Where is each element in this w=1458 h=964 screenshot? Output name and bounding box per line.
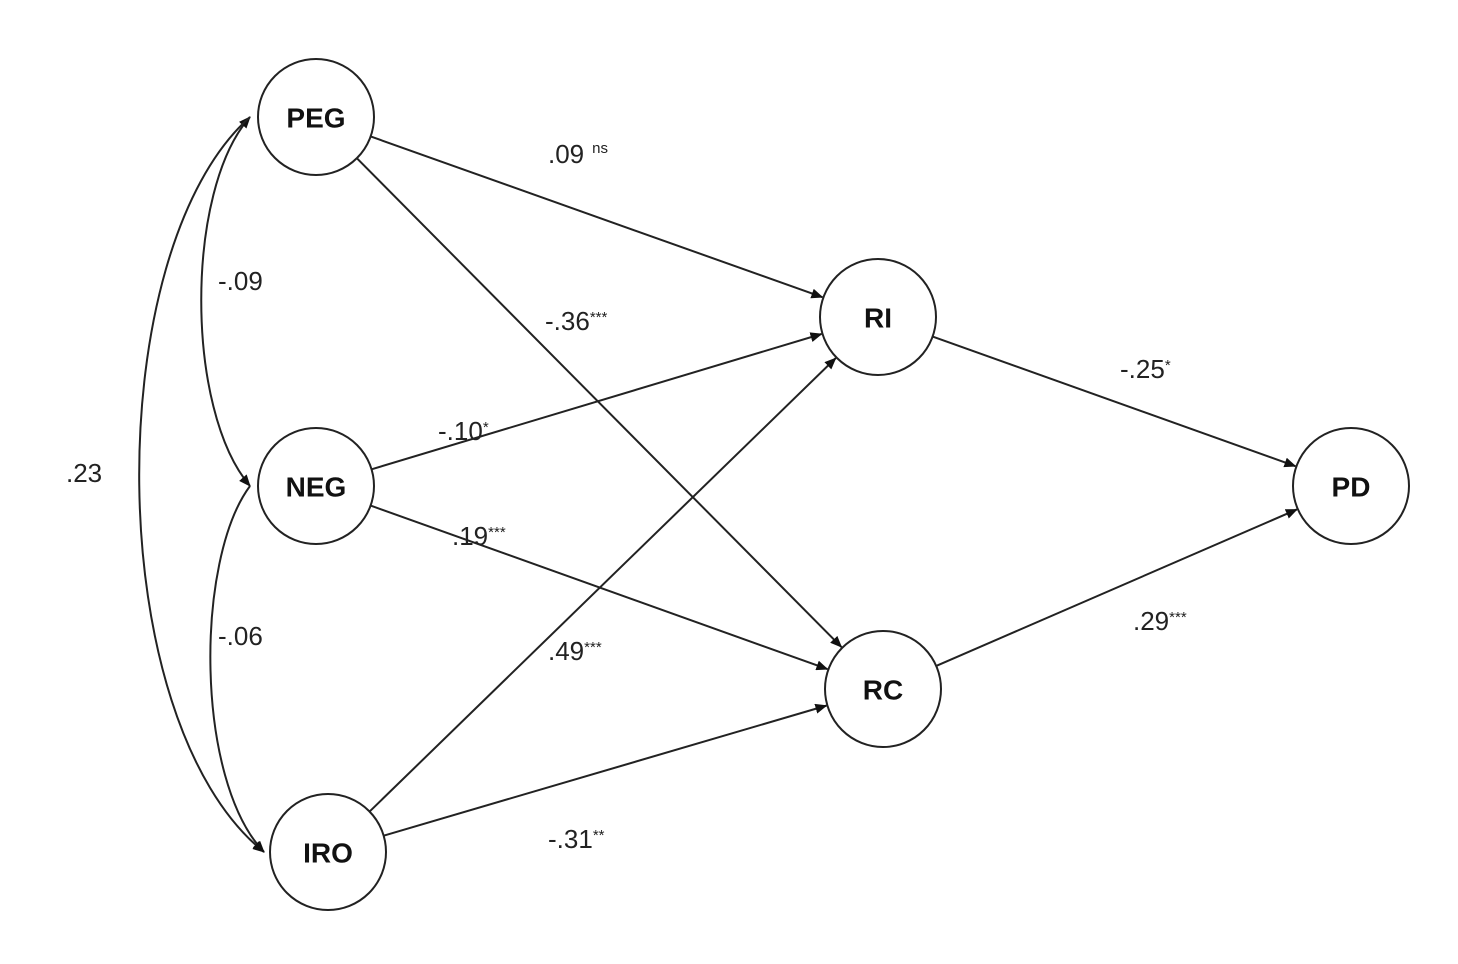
node-circle	[257, 58, 375, 176]
path-label-rc-pd: .29***	[1133, 606, 1187, 636]
node-iro: IRO	[269, 793, 387, 911]
path-label-ri-pd: -.25*	[1120, 354, 1171, 384]
path-neg-ri	[371, 332, 823, 471]
path-peg-rc	[356, 157, 843, 648]
node-circle	[824, 630, 942, 748]
node-label: IRO	[303, 838, 353, 869]
node-label: RI	[864, 303, 892, 334]
node-peg: PEG	[257, 58, 375, 176]
node-label: PD	[1332, 472, 1371, 503]
correlation-peg-iro	[138, 116, 265, 853]
node-circle	[257, 427, 375, 545]
node-label: NEG	[286, 472, 347, 503]
path-label-iro-rc: -.31**	[548, 824, 605, 854]
node-label: PEG	[286, 103, 345, 134]
path-peg-ri	[370, 135, 824, 299]
node-circle	[819, 258, 937, 376]
path-ri-pd	[932, 335, 1297, 468]
node-ri: RI	[819, 258, 937, 376]
node-neg: NEG	[257, 427, 375, 545]
path-label-neg-ri: -.10*	[438, 416, 489, 446]
path-rc-pd	[935, 508, 1298, 667]
node-circle	[1292, 427, 1410, 545]
path-label-peg-rc: -.36***	[545, 306, 607, 336]
correlation-peg-neg	[200, 116, 251, 487]
node-label: RC	[863, 675, 903, 706]
path-label-iro-ri: .49***	[548, 636, 602, 666]
path-iro-ri	[368, 357, 837, 813]
correlation-label-peg-neg: -.09	[218, 266, 263, 296]
node-pd: PD	[1292, 427, 1410, 545]
node-circle	[269, 793, 387, 911]
node-rc: RC	[824, 630, 942, 748]
correlation-neg-iro	[209, 485, 265, 853]
path-label-neg-rc: .19***	[452, 521, 506, 551]
correlation-label-neg-iro: -.06	[218, 621, 263, 651]
path-iro-rc	[383, 703, 828, 837]
correlation-label-peg-iro: .23	[66, 458, 102, 488]
